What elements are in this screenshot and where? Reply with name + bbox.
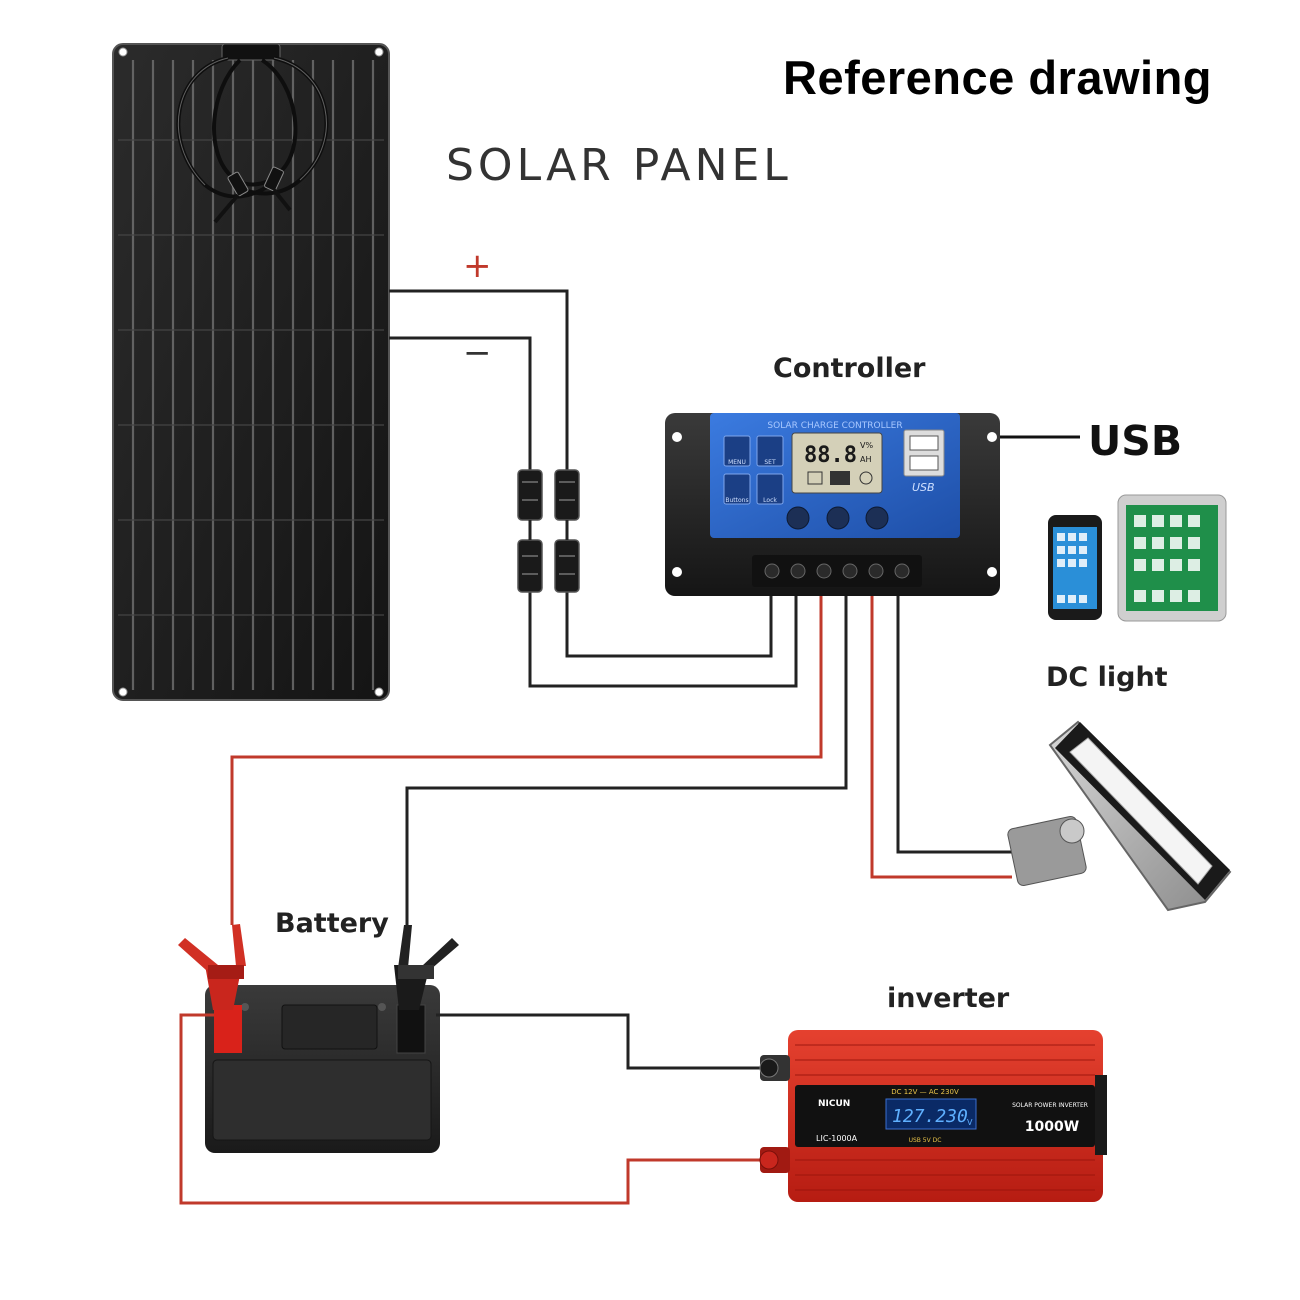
inverter-brand: NICUN bbox=[818, 1099, 850, 1109]
controller-btn-label: Buttons bbox=[725, 497, 748, 504]
reference-title: Reference drawing bbox=[783, 51, 1213, 104]
inverter-lcd-value: 127.230 bbox=[892, 1106, 968, 1127]
usb-label: USB bbox=[1088, 417, 1183, 465]
inverter-title-line: SOLAR POWER INVERTER bbox=[1012, 1102, 1088, 1109]
controller-btn-label: MENU bbox=[728, 459, 746, 466]
mc4-connectors bbox=[517, 469, 580, 593]
dc-light-label: DC light bbox=[1046, 662, 1168, 693]
controller-btn-label: Lock bbox=[763, 497, 777, 504]
controller-usb-text: USB bbox=[912, 481, 935, 494]
inverter-lcd-unit: V bbox=[967, 1118, 973, 1127]
tablet-icon bbox=[1117, 494, 1227, 622]
dc-light-icon bbox=[1007, 720, 1232, 912]
battery-to-inverter-wires bbox=[179, 1013, 770, 1205]
controller-lcd-unit-bottom: AH bbox=[860, 455, 872, 464]
solar-panel bbox=[112, 43, 390, 701]
red-clamp bbox=[178, 924, 246, 1010]
charge-controller: SOLAR CHARGE CONTROLLER MENU SET Buttons… bbox=[665, 413, 1000, 596]
battery-label: Battery bbox=[275, 908, 389, 939]
negative-symbol: − bbox=[463, 333, 492, 373]
inverter-spec: DC 12V — AC 230V bbox=[891, 1088, 959, 1096]
controller-lcd-unit-top: V% bbox=[860, 441, 873, 450]
positive-symbol: + bbox=[463, 246, 492, 286]
controller-panel-title: SOLAR CHARGE CONTROLLER bbox=[767, 421, 902, 431]
inverter-model: LIC-1000A bbox=[816, 1134, 858, 1143]
controller-label: Controller bbox=[773, 353, 926, 384]
panel-to-controller-wires bbox=[389, 289, 798, 688]
phone-icon bbox=[1048, 515, 1102, 620]
controller-button[interactable] bbox=[786, 506, 810, 530]
inverter-power: 1000W bbox=[1025, 1119, 1079, 1135]
battery-icon bbox=[205, 985, 440, 1153]
controller-btn-label: SET bbox=[764, 459, 776, 466]
controller-button[interactable] bbox=[865, 506, 889, 530]
controller-to-battery-wires bbox=[230, 595, 848, 925]
controller-lcd-value: 88.8 bbox=[804, 443, 857, 468]
inverter-usb-line: USB 5V DC bbox=[909, 1137, 942, 1144]
solar-panel-title: SOLAR PANEL bbox=[446, 140, 792, 191]
controller-to-light-wires bbox=[870, 595, 1012, 879]
inverter-label: inverter bbox=[887, 983, 1010, 1014]
inverter-device: DC 12V — AC 230V NICUN 127.230 V SOLAR P… bbox=[759, 1030, 1107, 1202]
controller-button[interactable] bbox=[826, 506, 850, 530]
black-clamp bbox=[394, 925, 459, 1010]
